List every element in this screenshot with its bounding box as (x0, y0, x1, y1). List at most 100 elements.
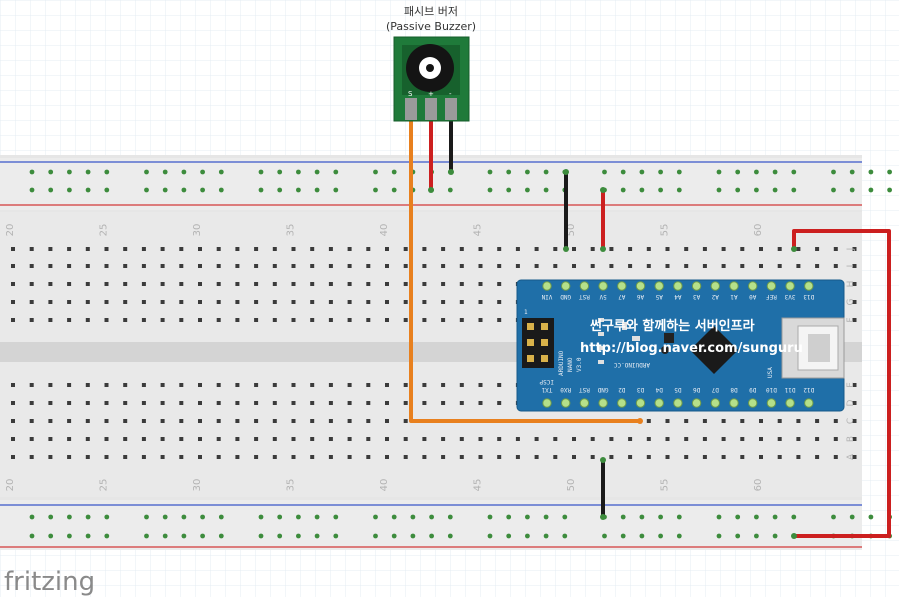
hole (852, 282, 857, 286)
rail-hole (887, 169, 892, 175)
hole (216, 282, 221, 286)
hole (104, 383, 109, 387)
rail-hole (831, 187, 836, 193)
rail-hole (887, 187, 892, 193)
rail-hole (277, 169, 283, 175)
rail-hole (791, 169, 797, 175)
usa-label: USA (767, 367, 774, 378)
rail-hole (104, 187, 110, 193)
passive-buzzer-module: S + - 패시브 버저 (Passive Buzzer) (386, 5, 476, 122)
hole (385, 300, 389, 304)
rail-hole (410, 533, 416, 539)
rail-hole (162, 169, 168, 175)
hole (385, 282, 389, 286)
rail-hole (67, 187, 72, 193)
rail-hole (716, 187, 722, 193)
hole (833, 437, 838, 441)
hole (104, 437, 109, 441)
hole (67, 455, 72, 459)
arduino-pin (598, 281, 608, 291)
hole (553, 247, 558, 251)
hole (459, 401, 464, 405)
hole (11, 383, 15, 387)
rail-hole (181, 187, 187, 193)
hole (852, 264, 857, 268)
pin-s-header (405, 98, 417, 120)
hole (11, 247, 15, 251)
hole (347, 437, 352, 441)
rail-hole (506, 514, 512, 520)
hole (609, 264, 614, 268)
rail-hole (296, 187, 301, 193)
hole (198, 318, 202, 322)
rail-hole (67, 533, 72, 539)
rail-hole (639, 187, 645, 193)
microcontroller-chip (689, 325, 739, 375)
hole (534, 247, 539, 251)
pin-plus-label: + (428, 90, 434, 98)
hole (198, 247, 202, 251)
hole (11, 455, 15, 459)
hole (553, 264, 558, 268)
hole (590, 247, 595, 251)
hole (235, 383, 240, 387)
hole (347, 401, 352, 405)
arduino-pin (766, 281, 777, 291)
hole (403, 247, 408, 251)
hole (272, 455, 277, 459)
hole (85, 455, 90, 459)
hole (29, 300, 34, 304)
hole (235, 437, 240, 441)
rail-hole (29, 514, 35, 520)
wires (409, 115, 891, 539)
arduino-pin-label: D8 (730, 386, 738, 393)
hole (759, 247, 763, 251)
hole (123, 247, 128, 251)
arduino-pin-label: D12 (803, 386, 814, 393)
hole (515, 264, 520, 268)
hole (291, 264, 296, 268)
hole (441, 318, 446, 322)
hole (141, 419, 146, 423)
hole (796, 247, 801, 251)
hole (721, 437, 726, 441)
hole (310, 247, 315, 251)
hole (160, 300, 165, 304)
hole (29, 419, 34, 423)
arduino-pin (729, 398, 739, 408)
hole (646, 455, 651, 459)
hole (104, 264, 109, 268)
rail-hole (735, 169, 741, 175)
hole (385, 318, 389, 322)
hole (385, 401, 389, 405)
arduino-pin-label: D3 (637, 386, 645, 393)
hole (422, 282, 427, 286)
hole (852, 300, 857, 304)
hole (179, 455, 184, 459)
hole (721, 264, 726, 268)
rail-hole (735, 533, 741, 539)
icsp-header (522, 318, 554, 368)
buzzer-title-korean: 패시브 버저 (404, 5, 458, 18)
rail-hole (373, 169, 378, 175)
hole (272, 282, 277, 286)
hole (216, 264, 221, 268)
hole (833, 247, 838, 251)
hole (67, 282, 72, 286)
hole (254, 419, 259, 423)
hole (179, 401, 184, 405)
arduino-pin-label: D2 (618, 386, 626, 393)
bottom-power-rail (0, 500, 862, 550)
hole (852, 419, 857, 423)
arduino-pin-label: A1 (730, 293, 738, 300)
row-letter: C (846, 418, 856, 424)
hole (852, 247, 857, 251)
hole (403, 318, 408, 322)
column-number: 35 (286, 479, 297, 492)
hole (291, 282, 296, 286)
hole (328, 437, 333, 441)
rail-hole (543, 533, 549, 539)
hole (328, 383, 333, 387)
